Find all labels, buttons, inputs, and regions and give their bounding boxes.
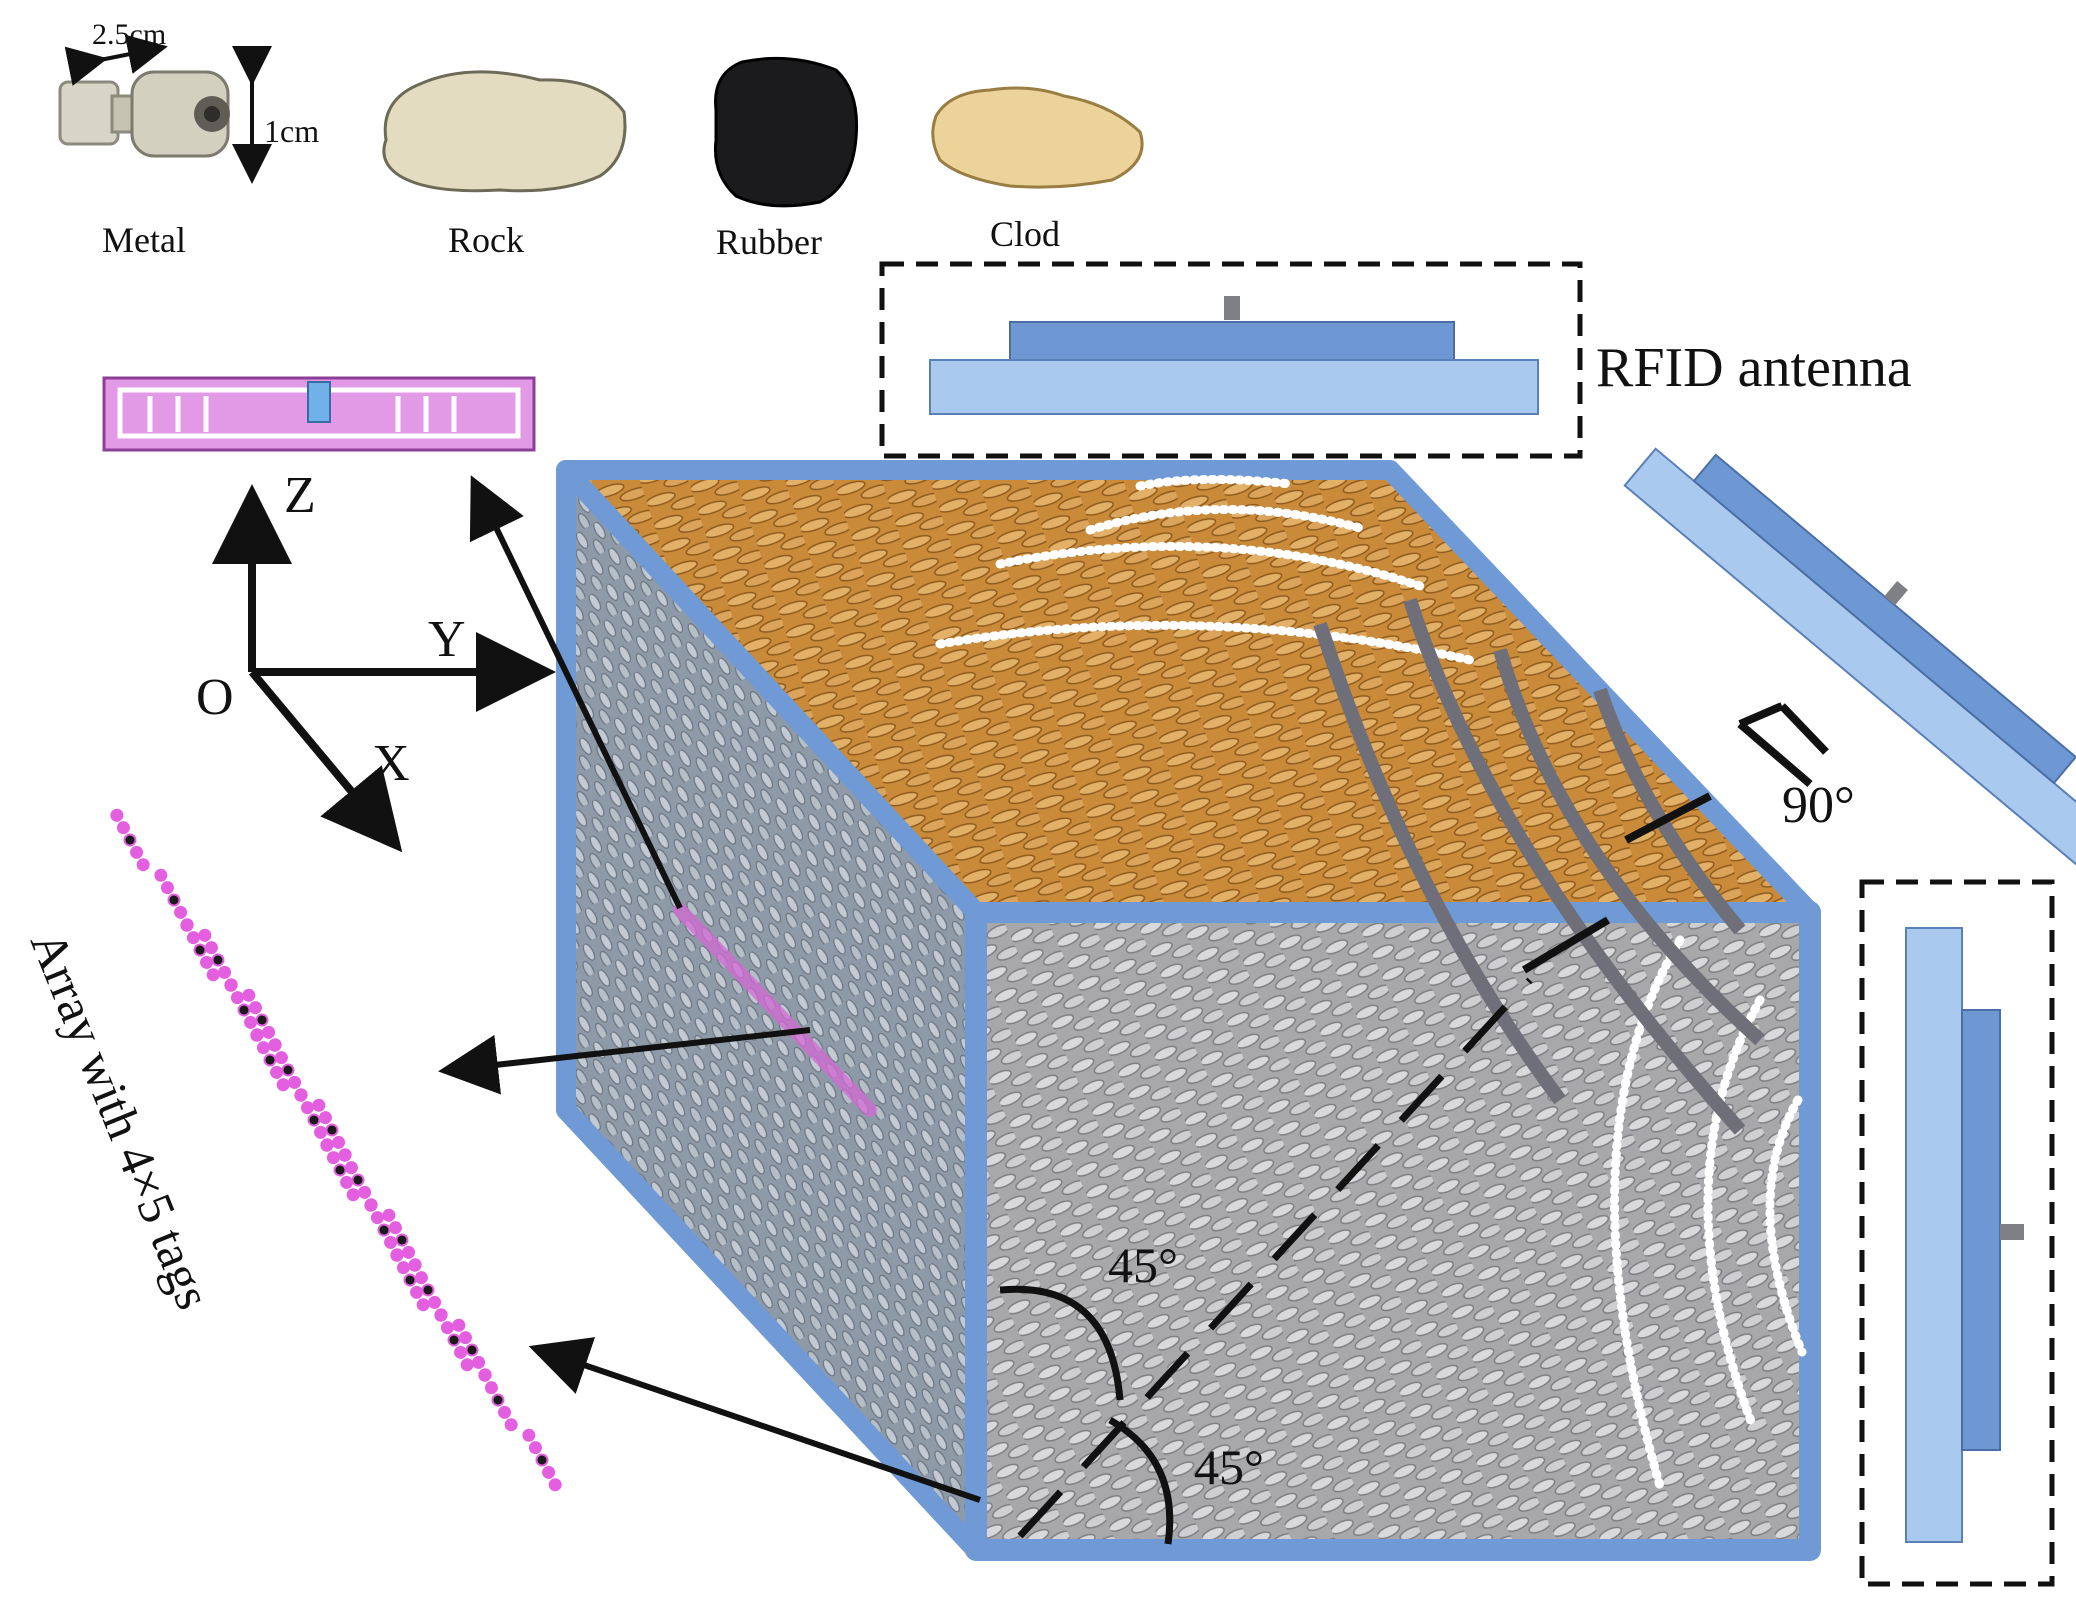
array-tag [452,1318,492,1382]
signal-beam-cross-marks [1521,792,1712,974]
side-antenna-patch [1961,1009,2001,1451]
signal-waves-top [935,474,1475,665]
rubber-label: Rubber [716,222,822,262]
right-angle-marker [1737,702,1829,788]
array-tag [390,1248,430,1312]
tilted-antenna-group [1623,447,2076,873]
clod-label: Clod [990,214,1060,254]
top-antenna-group [879,261,1583,459]
tag-array [110,808,562,1492]
side-antenna-dashed-box [1859,879,2055,1587]
array-tag [478,1368,518,1432]
angle-45-upper-label: 45° [1108,1237,1178,1293]
angle-arc-upper [999,1285,1124,1401]
tilted-antenna-connector [1884,580,1908,606]
angle-arc-lower [1108,1416,1174,1545]
array-tag [320,1138,360,1202]
axis-y-label: Y [428,611,466,668]
rock-label: Rock [448,220,524,260]
width-dimension-arrow [64,34,168,86]
side-antenna-group [1859,879,2055,1587]
signal-beam-paths [1313,597,1765,1135]
axis-origin-label: O [196,669,234,726]
array-tag [180,918,220,982]
tilted-antenna-patch [1692,453,2076,785]
array-tag [434,1308,474,1372]
metal-label: Metal [102,220,186,260]
width-dimension-label: 2.5cm [92,18,166,51]
diagonal-guide-line [1017,977,1533,1539]
side-antenna-ground-plane [1905,927,1963,1543]
top-antenna-connector [1224,296,1240,320]
side-antenna-connector [2000,1224,2024,1240]
axis-z-label: Z [284,467,316,524]
signal-waves-side [1610,935,1851,1491]
axis-x-label: X [372,735,410,792]
coordinate-axes [212,484,556,853]
container-front-face [965,901,1821,1561]
array-tag [522,1428,562,1492]
top-antenna-ground-plane [929,359,1539,415]
array-tag [110,808,150,872]
array-tag [250,1028,290,1092]
object-samples: 2.5cm 1cm Metal Rock Rubber Clod [58,18,1144,262]
rock-object-image [382,70,627,193]
top-antenna-patch [1009,321,1455,361]
buried-tag-strip [673,903,877,1117]
height-dimension-label: 1cm [264,113,319,149]
top-antenna-dashed-box [879,261,1583,459]
array-label: Array with 4×5 tags [20,923,222,1316]
rubber-object-image [713,56,859,208]
grain-container [556,460,1821,1561]
angle-45-lower-label: 45° [1194,1439,1264,1495]
angle-90-label: 90° [1782,777,1855,834]
rfid-antenna-label: RFID antenna [1596,337,1912,399]
clod-object-image [931,86,1144,189]
metal-object-image [58,70,230,158]
rfid-tag-illustration [102,376,536,452]
pointer-arrows [438,475,981,1503]
